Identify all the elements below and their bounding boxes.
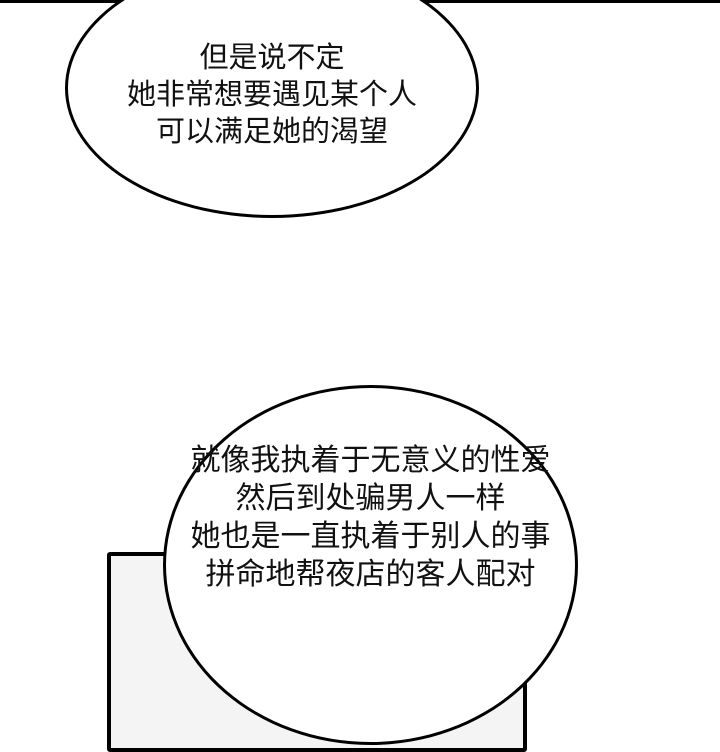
bubble-line: 但是说不定 bbox=[199, 39, 345, 74]
bubble-line: 她也是一直执着于别人的事 bbox=[190, 518, 551, 554]
bubble-line: 拼命地帮夜店的客人配对 bbox=[205, 556, 536, 592]
speech-bubble-bottom: 就像我执着于无意义的性爱 然后到处骗男人一样 她也是一直执着于别人的事 拼命地帮… bbox=[163, 385, 578, 745]
bubble-line: 然后到处骗男人一样 bbox=[235, 480, 506, 516]
bubble-line: 可以满足她的渴望 bbox=[155, 113, 388, 148]
bubble-line: 就像我执着于无意义的性爱 bbox=[190, 442, 551, 478]
bubble-line: 她非常想要遇见某个人 bbox=[126, 76, 417, 111]
speech-bubble-top: 但是说不定 她非常想要遇见某个人 可以满足她的渴望 bbox=[65, 0, 479, 218]
